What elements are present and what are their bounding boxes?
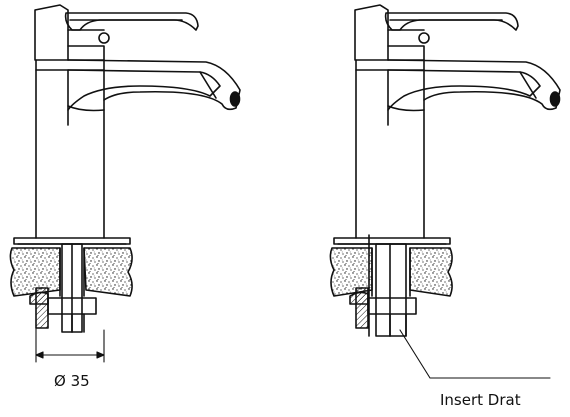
shank-left xyxy=(29,243,97,333)
insert-leader-line xyxy=(399,329,551,379)
spout-right xyxy=(387,59,561,112)
cartridge-block-right xyxy=(354,4,430,61)
countertop-section-left xyxy=(9,247,133,297)
cartridge-block-left xyxy=(34,4,110,61)
lever-handle-right xyxy=(384,12,519,31)
faucet-left xyxy=(9,4,241,363)
faucet-right xyxy=(329,4,561,379)
insert-drat-shank xyxy=(349,234,417,337)
insert-drat-label: Insert Drat xyxy=(440,391,521,409)
body-column-left xyxy=(35,59,105,239)
lever-handle-left xyxy=(64,12,199,31)
body-column-right xyxy=(355,59,425,239)
base-flange-left xyxy=(13,237,131,245)
spout-left xyxy=(67,59,241,112)
countertop-section-right xyxy=(329,247,453,297)
diameter-label: Ø 35 xyxy=(54,372,90,390)
base-flange-right xyxy=(333,237,451,245)
diameter-dimension xyxy=(35,327,105,363)
